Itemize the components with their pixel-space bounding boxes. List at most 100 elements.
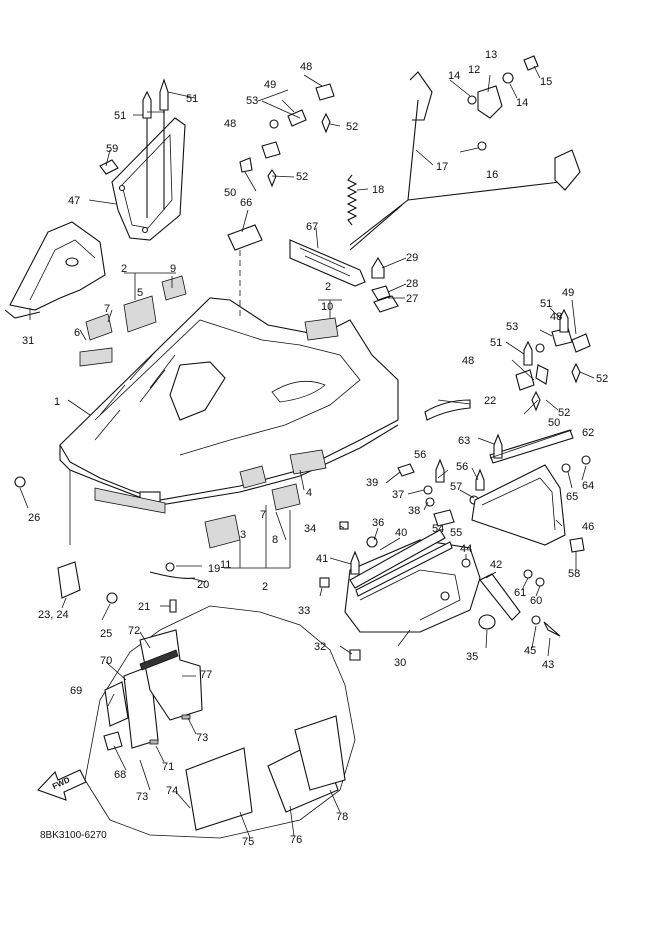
callout-14: 14: [516, 97, 528, 109]
callout-30: 30: [394, 657, 406, 669]
fwd-arrow-icon: [37, 769, 87, 801]
latch-part-42: [479, 573, 521, 621]
side-panel-part-30: [344, 539, 481, 633]
leader-lines: [19, 65, 595, 839]
callout-49: 49: [562, 287, 574, 299]
callout-15: 15: [540, 76, 552, 88]
callout-53: 53: [246, 95, 258, 107]
callout-27: 27: [406, 293, 418, 305]
callout-2: 2: [121, 263, 127, 275]
callout-75: 75: [242, 836, 254, 848]
part-drawings: [4, 55, 595, 839]
pin-part-63: [493, 433, 503, 459]
callout-72: 72: [128, 625, 140, 637]
hardware-far-right: [523, 455, 591, 587]
panel-part-46: [471, 464, 566, 546]
callout-52: 52: [558, 407, 570, 419]
callout-5: 5: [137, 287, 143, 299]
callout-48: 48: [462, 355, 474, 367]
spring-part-18: [346, 174, 358, 226]
grommet-part-35: [478, 614, 496, 630]
callout-58: 58: [568, 568, 580, 580]
callout-31: 31: [22, 335, 34, 347]
callout-49: 49: [264, 79, 276, 91]
callout-53: 53: [506, 321, 518, 333]
hardware-left: [14, 476, 177, 613]
callout-38: 38: [408, 505, 420, 517]
latch-cluster-right: [515, 308, 591, 412]
callout-22: 22: [484, 395, 496, 407]
callout-52: 52: [346, 121, 358, 133]
callout-33: 33: [298, 605, 310, 617]
callout-51: 51: [186, 93, 198, 105]
callout-4: 4: [306, 487, 312, 499]
callout-26: 26: [28, 512, 40, 524]
callout-6: 6: [74, 327, 80, 339]
tie-parts-19-20: [149, 562, 196, 579]
hood-part-1: [59, 297, 399, 545]
latch-cluster-top: [239, 83, 335, 188]
callout-48: 48: [300, 61, 312, 73]
callout-47: 47: [68, 195, 80, 207]
clip-part-59: [99, 159, 119, 175]
callout-56: 56: [456, 461, 468, 473]
decal-part-66: [227, 224, 263, 251]
callout-48: 48: [550, 311, 562, 323]
callout-43: 43: [542, 659, 554, 671]
strip-part-40: [349, 529, 446, 589]
callout-10: 10: [321, 301, 333, 313]
clip-parts-27-29: [371, 256, 399, 313]
callout-14: 14: [448, 70, 460, 82]
callout-1: 1: [54, 396, 60, 408]
callout-64: 64: [582, 480, 594, 492]
callout-21: 21: [138, 601, 150, 613]
callout-76: 76: [290, 834, 302, 846]
callout-17: 17: [436, 161, 448, 173]
callout-68: 68: [114, 769, 126, 781]
callout-7: 7: [260, 509, 266, 521]
hardware-center: [319, 521, 378, 661]
callout-73: 73: [136, 791, 148, 803]
callout-50: 50: [224, 187, 236, 199]
callout-61: 61: [514, 587, 526, 599]
callout-56: 56: [414, 449, 426, 461]
callout-51: 51: [490, 337, 502, 349]
callout-16: 16: [486, 169, 498, 181]
callout-11: 11: [220, 559, 231, 571]
callout-36: 36: [372, 517, 384, 529]
callout-23-24: 23, 24: [38, 609, 69, 621]
callout-13: 13: [485, 49, 497, 61]
callout-74: 74: [166, 785, 178, 797]
callout-9: 9: [170, 263, 176, 275]
callout-66: 66: [240, 197, 252, 209]
callout-37: 37: [392, 489, 404, 501]
callout-44: 44: [460, 543, 472, 555]
hardware-parts-43-45: [531, 615, 561, 637]
trim-strip-part-22: [424, 399, 471, 421]
callout-29: 29: [406, 252, 418, 264]
callout-51: 51: [540, 298, 552, 310]
callout-25: 25: [100, 628, 112, 640]
callout-51: 51: [114, 110, 126, 122]
callout-34: 34: [304, 523, 316, 535]
callout-7: 7: [104, 303, 110, 315]
callout-20: 20: [197, 579, 209, 591]
callout-35: 35: [466, 651, 478, 663]
strip-part-62: [489, 429, 574, 464]
strip-part-54: [355, 541, 453, 597]
callout-77: 77: [200, 669, 212, 681]
callout-40: 40: [395, 527, 407, 539]
callout-62: 62: [582, 427, 594, 439]
callout-57: 57: [450, 481, 462, 493]
callout-54: 54: [432, 523, 444, 535]
callout-19: 19: [208, 563, 220, 575]
callout-65: 65: [566, 491, 578, 503]
callout-70: 70: [100, 655, 112, 667]
callout-71: 71: [162, 761, 174, 773]
callout-3: 3: [240, 529, 246, 541]
callout-18: 18: [372, 184, 384, 196]
callout-73: 73: [196, 732, 208, 744]
callout-48: 48: [224, 118, 236, 130]
callout-55: 55: [450, 527, 462, 539]
